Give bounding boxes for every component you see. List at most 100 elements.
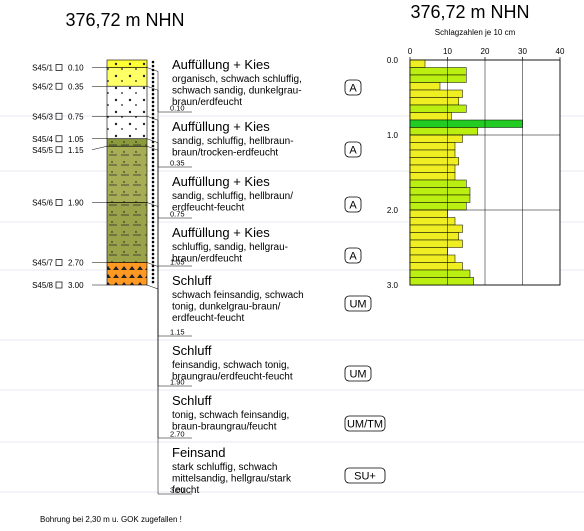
gravel-dot bbox=[151, 136, 155, 140]
penetration-bar bbox=[409, 194, 471, 203]
sample-depth: 1.15 bbox=[68, 146, 84, 155]
gravel-dot bbox=[151, 128, 155, 132]
layer-description-line: schwach sandig, dunkelgrau- bbox=[172, 86, 302, 97]
soil-layer-hatch-8 bbox=[107, 262, 147, 285]
y-tick-label: 3.0 bbox=[387, 281, 399, 290]
soil-layer-hatch-4 bbox=[107, 116, 147, 139]
penetration-bar bbox=[409, 74, 467, 83]
penetration-bar bbox=[409, 112, 452, 121]
layer-description-line: organisch, schwach schluffig, bbox=[172, 74, 302, 85]
soil-layer-hatch-3 bbox=[107, 86, 147, 117]
gravel-dot bbox=[151, 280, 155, 284]
gravel-dot bbox=[151, 64, 155, 68]
layer-separator-lines bbox=[0, 115, 584, 493]
gravel-dot bbox=[151, 212, 155, 216]
penetration-bar bbox=[409, 59, 426, 68]
layer-bottom-depth: 0.75 bbox=[170, 210, 185, 219]
layer-bottom-depth: 2.70 bbox=[170, 430, 185, 439]
soil-column bbox=[106, 59, 155, 286]
gravel-dot bbox=[151, 112, 155, 116]
gravel-dot bbox=[151, 248, 155, 252]
soil-class-code: A bbox=[349, 145, 357, 157]
layer-description-line: braungrau/erdfeucht-feucht bbox=[172, 372, 293, 383]
gravel-dot bbox=[151, 216, 155, 220]
soil-class-badge bbox=[344, 467, 386, 484]
sample-box-icon bbox=[55, 281, 63, 289]
footer-note: Bohrung bei 2,30 m u. GOK zugefallen ! bbox=[40, 515, 182, 524]
layer-title: Auffüllung + Kies bbox=[172, 225, 270, 240]
penetration-bar bbox=[409, 239, 463, 248]
gravel-dot bbox=[151, 76, 155, 80]
sample-id: S45/7 bbox=[32, 259, 53, 268]
gravel-dot bbox=[151, 156, 155, 160]
penetration-bar bbox=[409, 164, 456, 173]
penetration-bar bbox=[409, 209, 448, 218]
sample-depth: 1.05 bbox=[68, 135, 84, 144]
gravel-dot bbox=[151, 108, 155, 112]
sample-id: S45/3 bbox=[32, 112, 53, 121]
gravel-dot bbox=[151, 88, 155, 92]
penetration-bar bbox=[409, 142, 456, 151]
gravel-dot bbox=[151, 148, 155, 152]
soil-layer-hatch-7 bbox=[107, 202, 147, 263]
gravel-dot bbox=[151, 100, 155, 104]
penetration-bar bbox=[409, 277, 474, 286]
gravel-dot bbox=[151, 172, 155, 176]
penetration-bar bbox=[409, 157, 459, 166]
soil-class-badge bbox=[344, 141, 362, 158]
penetration-bar bbox=[409, 269, 471, 278]
soil-class-code: SU+ bbox=[354, 471, 376, 483]
gravel-dot bbox=[151, 204, 155, 208]
layer-description-line: sandig, schluffig, hellbraun- bbox=[172, 136, 294, 147]
soil-class-code: A bbox=[349, 251, 357, 263]
layer-title: Auffüllung + Kies bbox=[172, 57, 270, 72]
right-elevation-header: 376,72 m NHN bbox=[410, 2, 529, 22]
gravel-dot bbox=[151, 80, 155, 84]
penetration-bar bbox=[409, 89, 463, 98]
layer-bottom-depth: 0.35 bbox=[170, 159, 185, 168]
sample-id: S45/5 bbox=[32, 146, 53, 155]
sample-depth: 3.00 bbox=[68, 281, 84, 290]
gravel-dot bbox=[151, 196, 155, 200]
gravel-dot bbox=[151, 184, 155, 188]
gravel-dot bbox=[151, 152, 155, 156]
layer-bottom-depth: 1.90 bbox=[170, 378, 185, 387]
sample-box-icon bbox=[55, 199, 63, 206]
penetration-bar bbox=[409, 179, 467, 188]
penetration-bar bbox=[409, 172, 456, 181]
penetration-bar bbox=[409, 262, 463, 271]
gravel-dot bbox=[151, 228, 155, 232]
layer-title: Auffüllung + Kies bbox=[172, 119, 270, 134]
penetration-bar bbox=[409, 119, 523, 128]
gravel-dot bbox=[151, 272, 155, 276]
sample-id: S45/4 bbox=[32, 135, 53, 144]
gravel-dot bbox=[151, 244, 155, 248]
penetration-bar bbox=[409, 127, 478, 136]
layer-description-line: braun/trocken-erdfeucht bbox=[172, 148, 278, 159]
layer-bottom-depth: 1.05 bbox=[170, 258, 185, 267]
sample-box-icon bbox=[55, 112, 63, 120]
layer-title: Schluff bbox=[172, 343, 212, 358]
depth-connector-line bbox=[146, 262, 159, 438]
penetration-bar bbox=[409, 97, 459, 106]
gravel-dot bbox=[151, 72, 155, 76]
gravel-dot bbox=[151, 164, 155, 168]
sample-depth: 2.70 bbox=[68, 259, 84, 268]
soil-class-code: A bbox=[349, 83, 357, 95]
penetration-bar bbox=[409, 67, 467, 76]
y-tick-label: 2.0 bbox=[387, 206, 399, 215]
layer-description-line: feinsandig, schwach tonig, bbox=[172, 360, 289, 371]
gravel-dot bbox=[151, 92, 155, 96]
layer-description-3: 0.75 Auffüllung + Kies sandig, schluffig, … bbox=[146, 116, 362, 219]
soil-class-badge bbox=[344, 415, 386, 432]
layer-description-line: stark schluffig, schwach bbox=[172, 462, 277, 473]
